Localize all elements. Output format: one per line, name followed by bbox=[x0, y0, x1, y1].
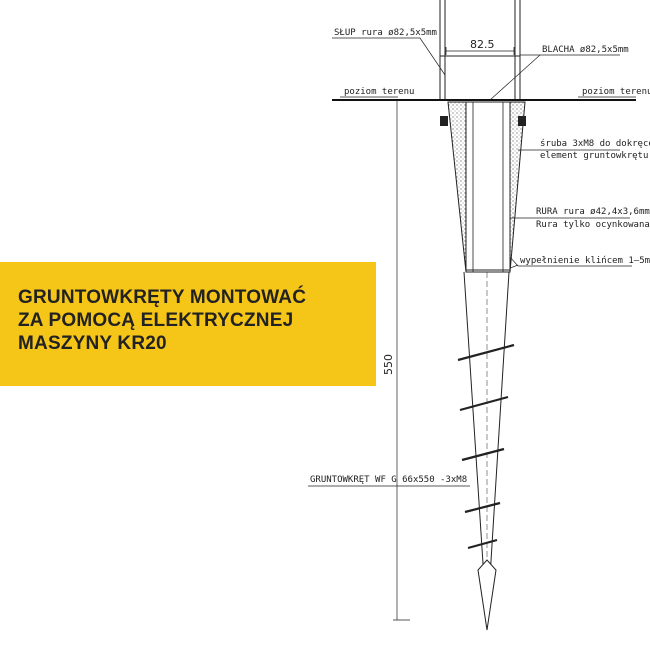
post-pipe bbox=[439, 0, 521, 100]
label-fill: wypełnienie klińcem 1–5mm bbox=[520, 256, 650, 266]
label-product: GRUNTOWKRĘT WF G 66x550 -3xM8 bbox=[310, 475, 467, 485]
ground-screw-cone bbox=[463, 271, 510, 631]
banner-line-2: ZA POMOCĄ ELEKTRYCZNEJ bbox=[18, 310, 294, 331]
label-plate: BLACHA ø82,5x5mm bbox=[542, 45, 629, 55]
label-post: SŁUP rura ø82,5x5mm bbox=[334, 28, 437, 38]
banner-line-1: GRUNTOWKRĘTY MONTOWAĆ bbox=[18, 287, 307, 308]
label-ground-left: poziom terenu bbox=[344, 87, 414, 97]
bolt-icon bbox=[440, 116, 526, 126]
depth-dimension bbox=[393, 100, 410, 621]
banner-line-3: MASZYNY KR20 bbox=[18, 333, 167, 354]
banner-heading: GRUNTOWKRĘTY MONTOWAĆ ZA POMOCĄ ELEKTRYC… bbox=[18, 286, 368, 355]
label-pipe-1: RURA rura ø42,4x3,6mm bbox=[536, 207, 650, 217]
ground-screw-sleeve bbox=[447, 101, 526, 273]
spiral-thread bbox=[457, 343, 515, 550]
width-dimension bbox=[445, 47, 515, 55]
label-pipe-2: Rura tylko ocynkowana bbox=[536, 220, 650, 230]
label-screw-2: element gruntowkrętu bbox=[540, 151, 648, 161]
yellow-banner: GRUNTOWKRĘTY MONTOWAĆ ZA POMOCĄ ELEKTRYC… bbox=[0, 262, 376, 386]
label-screw-1: śruba 3xM8 do dokręcenia bbox=[540, 138, 650, 149]
width-dimension-text: 82.5 bbox=[470, 38, 495, 51]
label-ground-right: poziom terenu bbox=[582, 87, 650, 97]
depth-dimension-text: 550 bbox=[382, 354, 395, 375]
